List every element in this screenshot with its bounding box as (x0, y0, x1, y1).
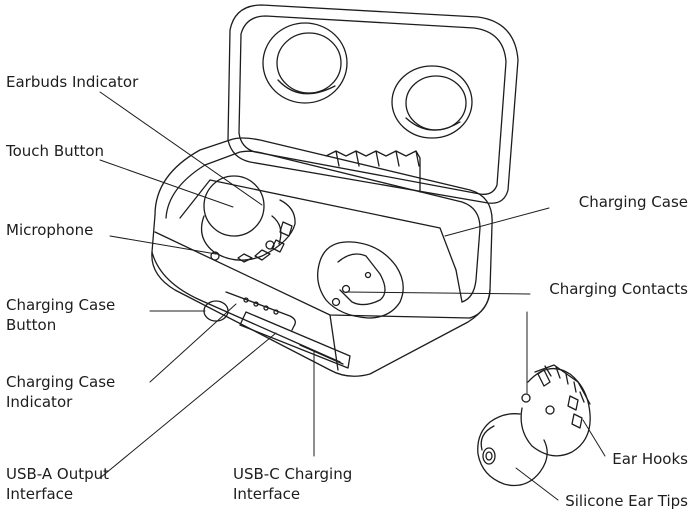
label-usb-a-output-interface: USB-A Output Interface (6, 464, 109, 504)
leader-charging-case (444, 207, 550, 237)
label-usb-a-line2: Interface (6, 485, 74, 503)
label-charging-case-button: Charging Case Button (6, 295, 115, 335)
label-usb-c-line2: Interface (233, 485, 301, 503)
label-charging-case-button-line2: Button (6, 316, 57, 334)
leader-lines (99, 91, 606, 501)
label-usb-c-line1: USB-C Charging (233, 465, 353, 483)
leader-charging-case-indicator (149, 303, 237, 383)
label-microphone: Microphone (6, 221, 94, 239)
leader-touch-button (99, 159, 234, 208)
label-charging-case-indicator: Charging Case Indicator (6, 372, 115, 412)
lid-earbud-cavity-left (262, 22, 348, 104)
label-charging-case-button-line1: Charging Case (6, 296, 116, 314)
label-charging-case-indicator-line2: Indicator (6, 393, 73, 411)
label-ear-hooks: Ear Hooks (612, 450, 688, 468)
leader-charging-contacts (345, 291, 531, 295)
label-touch-button: Touch Button (6, 142, 105, 160)
right-earbud-in-case (317, 241, 404, 319)
label-charging-case: Charging Case (578, 193, 688, 211)
label-earbuds-indicator: Earbuds Indicator (6, 73, 139, 91)
loose-earbud (477, 364, 591, 487)
label-usb-a-line1: USB-A Output (6, 465, 110, 483)
label-silicone-ear-tips: Silicone Ear Tips (565, 492, 688, 510)
charging-case-indicator-leds (225, 291, 296, 331)
leader-usb-a (99, 332, 277, 479)
leader-earbuds-indicator (99, 91, 263, 206)
left-earbud-in-case (200, 175, 296, 263)
lid-earbud-cavity-right (391, 65, 473, 139)
leader-silicone-ear-tips (515, 467, 559, 501)
label-charging-contacts: Charging Contacts (549, 280, 688, 298)
case-lid (227, 4, 519, 204)
leader-ear-hooks (582, 419, 606, 457)
label-charging-case-indicator-line1: Charging Case (6, 373, 116, 391)
leader-microphone (109, 235, 217, 255)
usb-ports (239, 311, 351, 369)
label-usb-c-charging-interface: USB-C Charging Interface (233, 464, 352, 504)
